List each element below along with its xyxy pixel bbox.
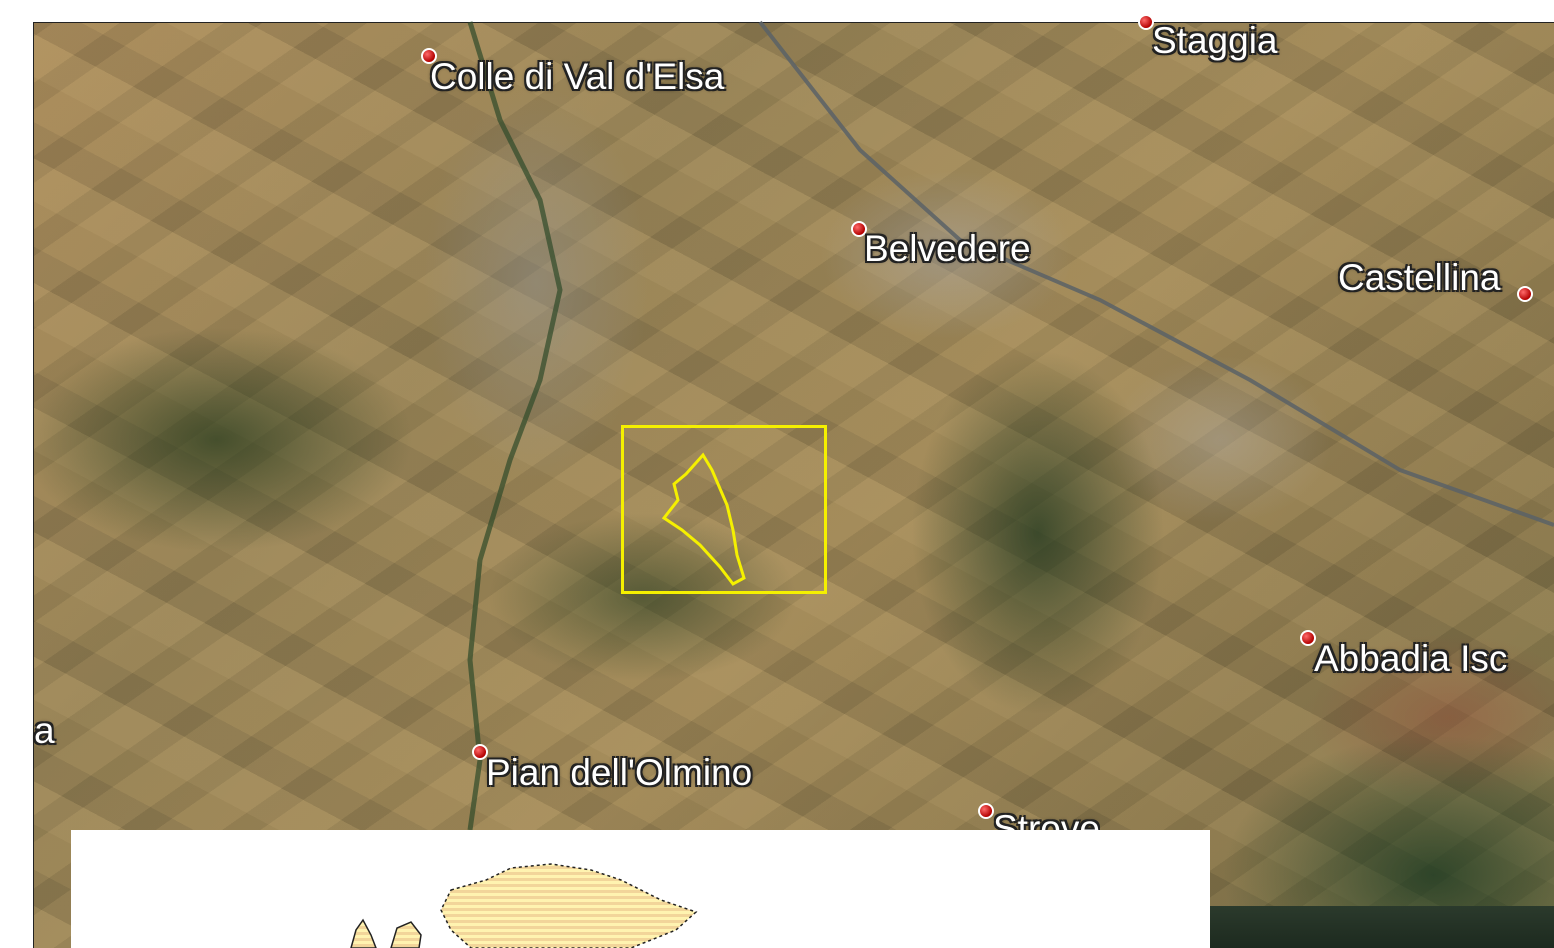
place-label-staggia[interactable]: Staggia bbox=[1152, 20, 1278, 61]
red-pin-icon[interactable] bbox=[1138, 14, 1154, 30]
place-label-strove[interactable]: Strove bbox=[993, 810, 1100, 830]
map-bottom-strip bbox=[1210, 906, 1554, 948]
red-pin-icon[interactable] bbox=[851, 221, 867, 237]
red-pin-icon[interactable] bbox=[1300, 630, 1316, 646]
place-label-belvedere[interactable]: Belvedere bbox=[864, 228, 1031, 269]
river-line bbox=[467, 21, 563, 831]
study-area-polygon[interactable] bbox=[661, 452, 746, 586]
red-pin-icon[interactable] bbox=[472, 744, 488, 760]
place-label-pian[interactable]: Pian dell'Olmino bbox=[486, 752, 753, 793]
study-area-box[interactable] bbox=[621, 425, 827, 594]
place-label-castellina[interactable]: Castellina bbox=[1338, 257, 1501, 298]
highway-line bbox=[758, 20, 1554, 527]
red-pin-icon[interactable] bbox=[421, 48, 437, 64]
place-label-edge-left: a bbox=[34, 710, 55, 751]
inset-region-shape bbox=[350, 863, 698, 948]
place-label-colle[interactable]: Colle di Val d'Elsa bbox=[430, 56, 725, 97]
red-pin-icon[interactable] bbox=[1517, 286, 1533, 302]
place-label-abbadia[interactable]: Abbadia Isc bbox=[1314, 638, 1508, 679]
satellite-map[interactable] bbox=[33, 22, 1554, 948]
red-pin-icon[interactable] bbox=[978, 803, 994, 819]
inset-map-panel bbox=[71, 830, 1210, 948]
